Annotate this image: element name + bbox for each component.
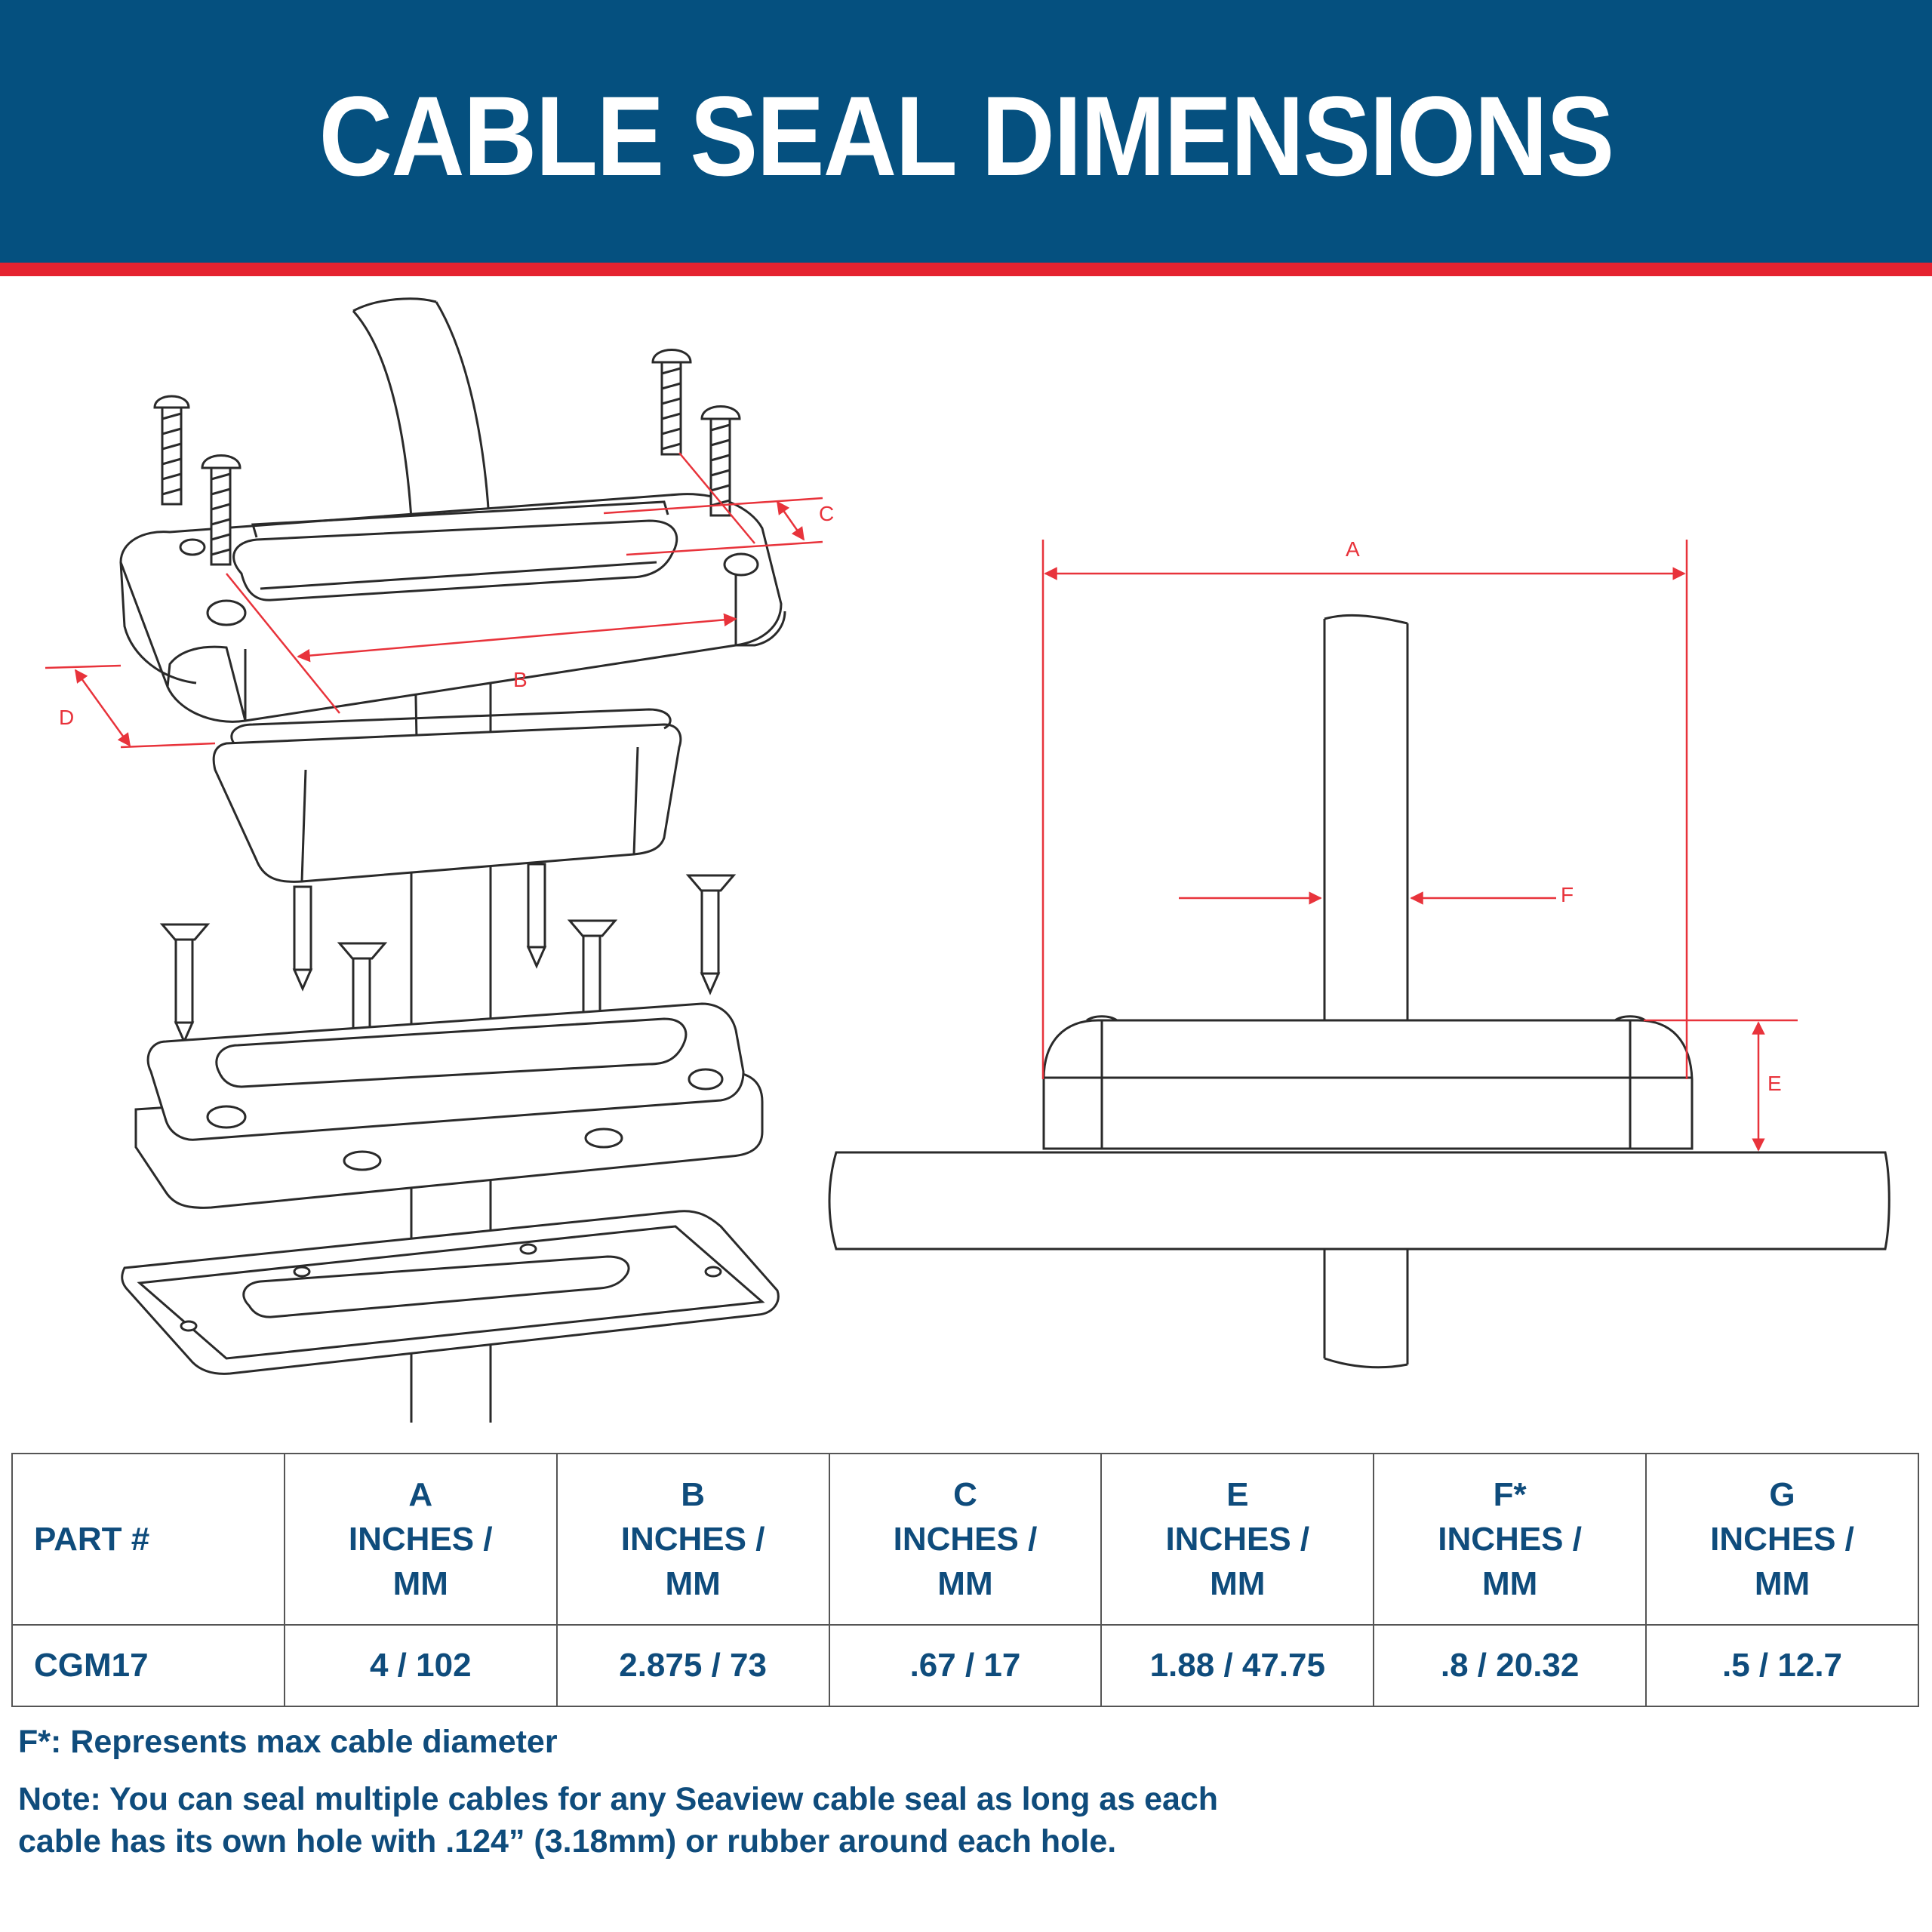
page-title: CABLE SEAL DIMENSIONS xyxy=(318,72,1615,199)
dim-label-b: B xyxy=(513,668,528,691)
rubber-grommet xyxy=(212,708,682,883)
table-cell: 2.875 / 73 xyxy=(555,1624,830,1707)
table-row: CGM17 4 / 102 2.875 / 73 .67 / 17 1.88 /… xyxy=(11,1624,1919,1707)
dim-label-f: F xyxy=(1561,883,1574,906)
dim-label-c: C xyxy=(819,502,834,525)
side-view: A F E xyxy=(828,537,1890,1369)
dim-label-a: A xyxy=(1346,537,1360,561)
footnote: F*: Represents max cable diameter xyxy=(18,1724,558,1760)
table-cell: .5 / 12.7 xyxy=(1645,1624,1919,1707)
cap-screws xyxy=(153,349,741,566)
table-cell: .8 / 20.32 xyxy=(1373,1624,1647,1707)
dimension-lines-right: A F E xyxy=(1041,537,1798,1152)
gasket-plate xyxy=(121,1210,780,1375)
mounting-surface xyxy=(828,1151,1890,1251)
exploded-view: B D C xyxy=(45,297,834,1423)
header-bar xyxy=(0,0,1932,263)
table-header: PART # xyxy=(11,1453,285,1626)
base-frame xyxy=(134,1002,764,1209)
table-cell: .67 / 17 xyxy=(828,1624,1103,1707)
note-text: Note: You can seal multiple cables for a… xyxy=(18,1781,1219,1860)
table-cell: 4 / 102 xyxy=(283,1624,558,1707)
table-header: F*INCHES /MM xyxy=(1373,1453,1647,1626)
top-cap xyxy=(119,493,786,723)
seal-body-side xyxy=(1042,1015,1694,1150)
table-cell: 1.88 / 47.75 xyxy=(1100,1624,1375,1707)
dim-label-d: D xyxy=(59,706,74,729)
diagram: B D C xyxy=(45,297,1890,1423)
table-cell: CGM17 xyxy=(11,1624,285,1707)
dimension-lines-left: B D C xyxy=(45,452,834,749)
dim-label-e: E xyxy=(1767,1072,1782,1095)
header-stripe xyxy=(0,263,1932,276)
